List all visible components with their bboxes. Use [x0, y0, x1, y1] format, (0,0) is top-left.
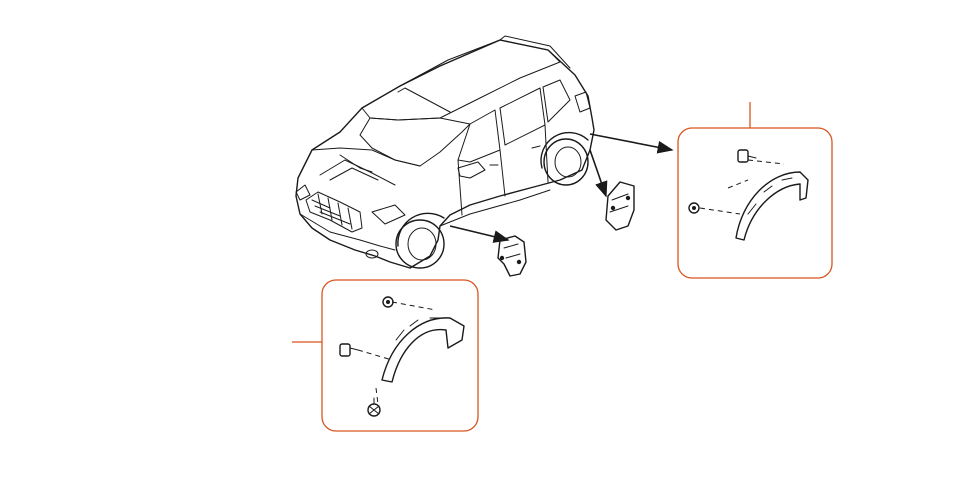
vehicle-illustration — [295, 35, 595, 269]
rear-mud-flap — [605, 181, 635, 231]
rear-callout-box — [677, 127, 833, 279]
arrow-rear-liner — [589, 133, 674, 154]
arrow-rear-flap — [589, 149, 608, 198]
rear-liner-callout — [677, 102, 833, 279]
arrow-front-flap — [449, 225, 510, 243]
front-callout-box — [321, 279, 479, 432]
front-mud-flap — [497, 235, 527, 277]
front-liner-callout — [292, 279, 479, 432]
